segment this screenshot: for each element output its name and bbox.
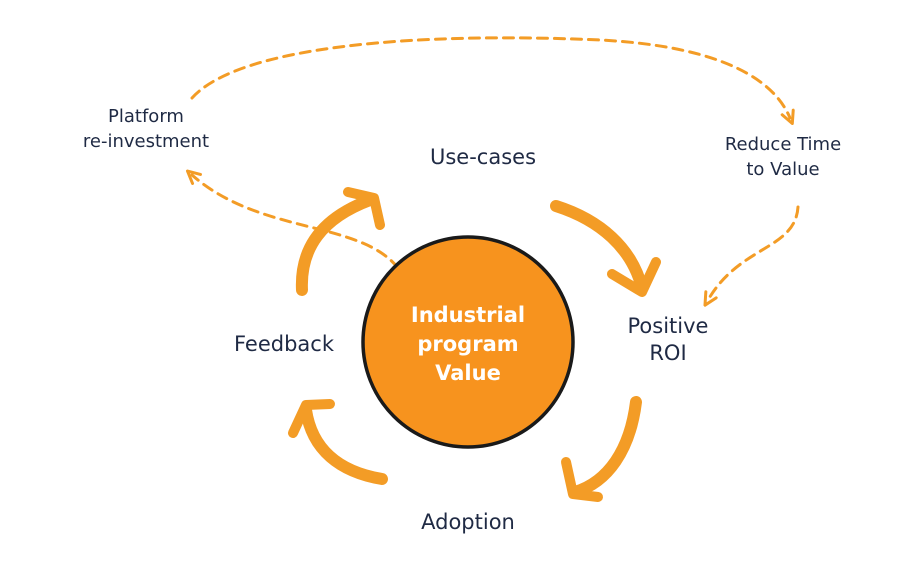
label-platform-line1: Platform [108,106,184,127]
solid-arrow-roi-to-adoption-icon [561,396,642,502]
dashed-arrow-reduce-to-roi-icon [703,205,800,307]
label-feedback: Feedback [234,332,335,356]
solid-arrow-adoption-to-feedback-icon [288,399,388,485]
label-use-cases: Use-cases [430,145,536,169]
center-label-line3: Value [435,361,501,385]
solid-arrow-feedback-to-usecases-icon [295,187,385,296]
label-positive-roi-line1: Positive [628,314,709,338]
center-value-circle [361,235,575,449]
center-label-line1: Industrial [411,303,525,327]
label-positive-roi-line2: ROI [649,341,686,365]
label-reduce-line2: to Value [746,159,819,180]
dashed-arrow-platform-to-reduce-icon [190,36,795,126]
solid-arrow-usecases-to-roi-icon [550,200,661,297]
label-platform-line2: re-investment [83,131,209,152]
center-label-line2: program [417,332,518,356]
label-reduce-line1: Reduce Time [725,134,841,155]
label-adoption: Adoption [421,510,515,534]
dashed-arrow-center-to-platform-icon [185,169,400,270]
